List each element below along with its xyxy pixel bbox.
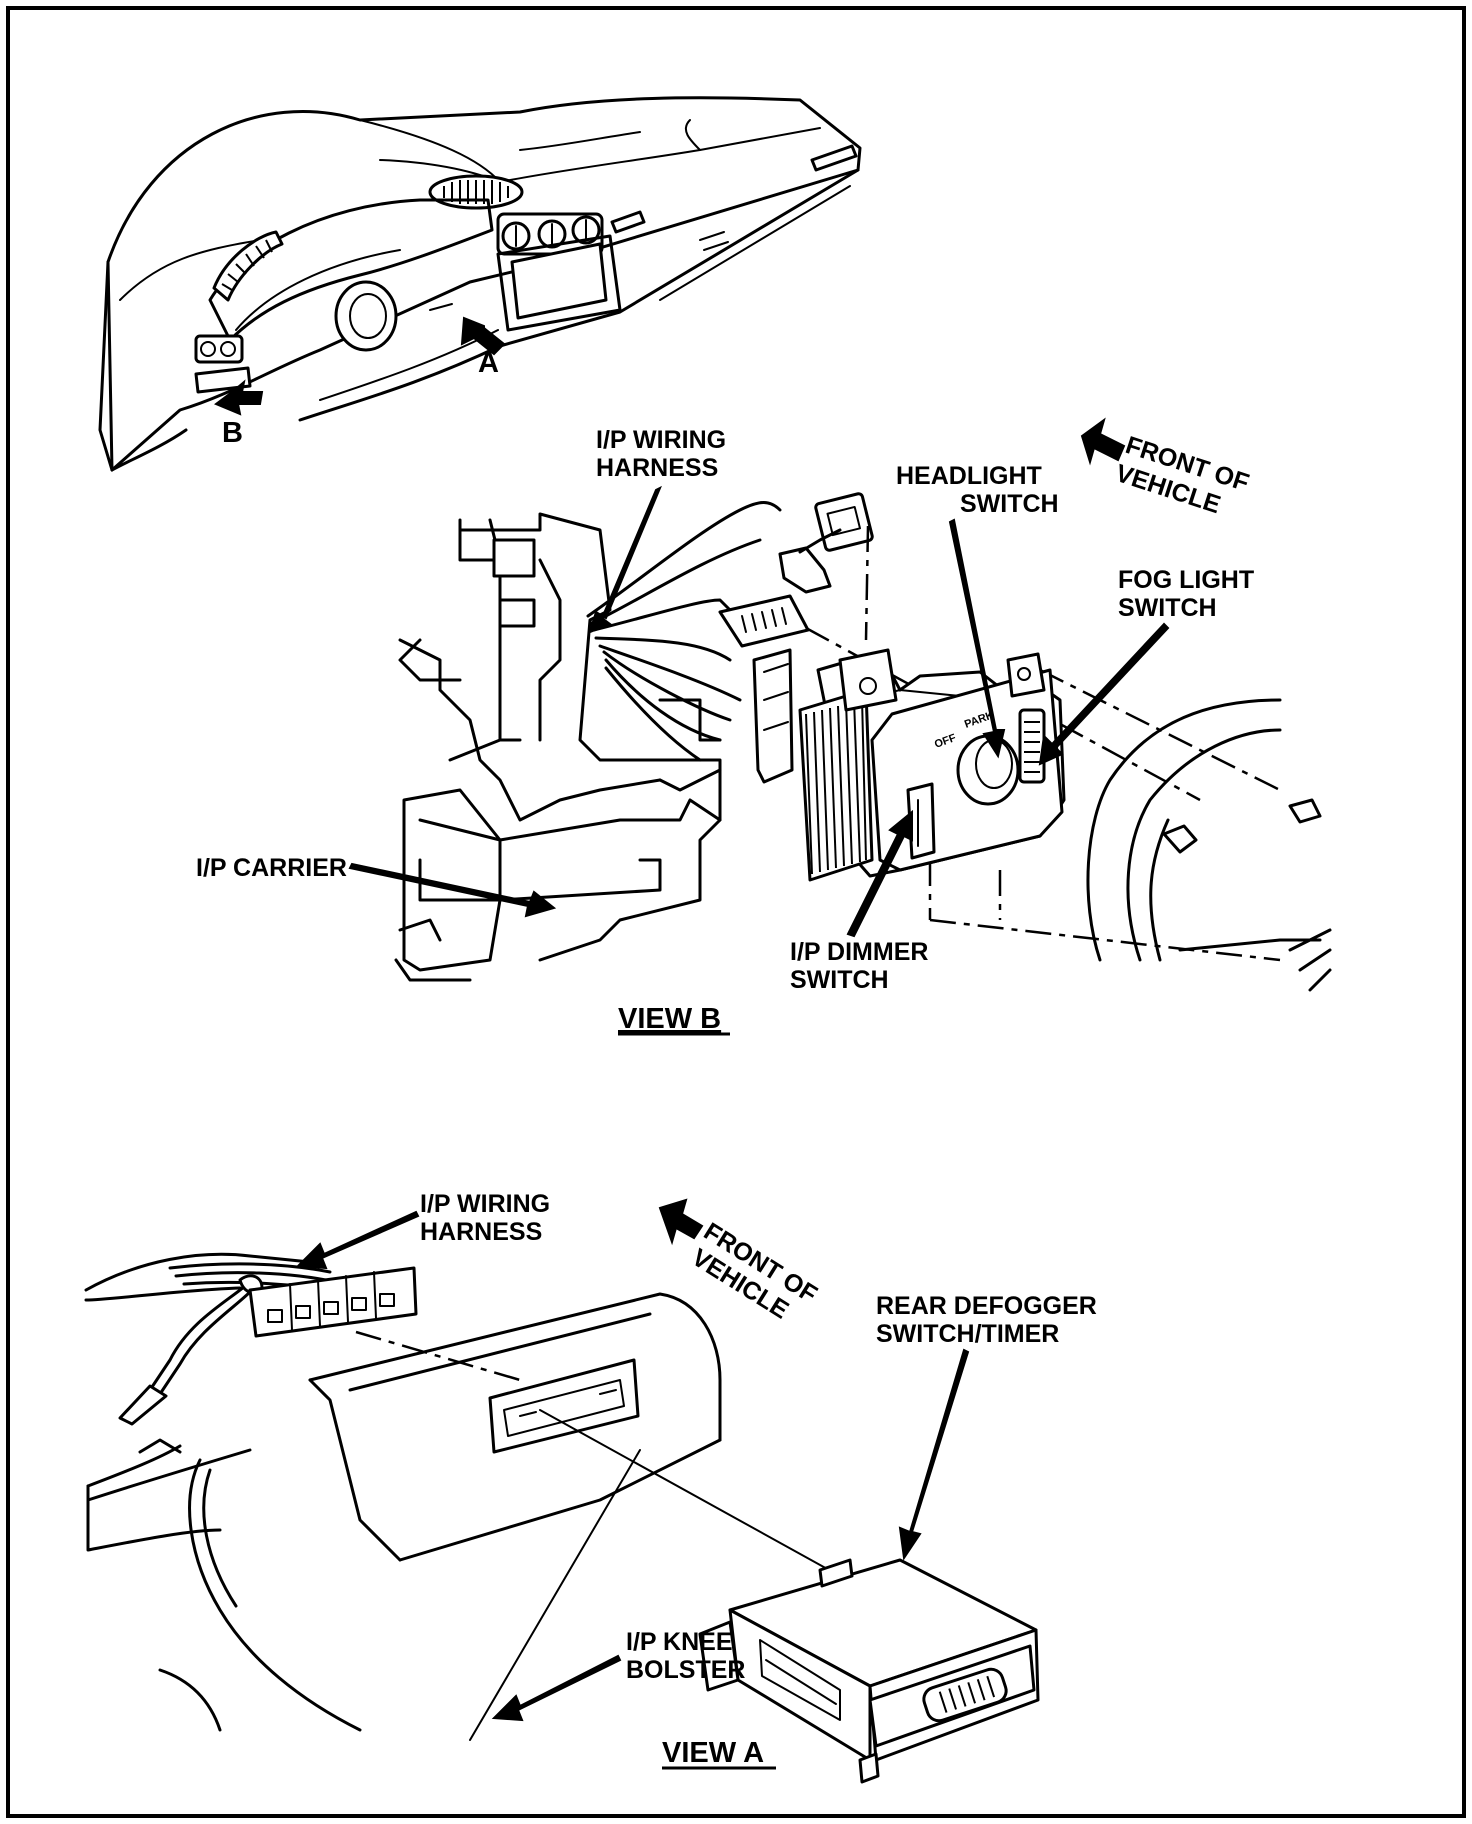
view-b-drawing [394,492,1332,992]
va-defogger-label-2: SWITCH/TIMER [876,1320,1059,1348]
vb-fog-pointer [1038,622,1170,766]
va-knee-label-2: BOLSTER [626,1656,745,1684]
va-knee-pointer [491,1654,622,1722]
vb-headlight-pointer [948,518,1006,759]
vb-dimmer-label-1: I/P DIMMER [790,938,928,966]
vb-headlight-label-1: HEADLIGHT [896,462,1042,490]
vb-headlight-label-2: SWITCH [960,490,1059,518]
va-front-arrow [658,1198,704,1246]
va-defogger-pointer [898,1348,970,1561]
vb-harness-pointer [588,485,662,634]
vb-dimmer-label-2: SWITCH [790,966,889,994]
va-harness-label-2: HARNESS [420,1218,542,1246]
view-a-drawing [84,1252,1040,1784]
page-frame [6,6,1466,1818]
vb-harness-label-2: HARNESS [596,454,718,482]
vb-fog-label-1: FOG LIGHT [1118,566,1254,594]
dashboard-overview [98,96,862,472]
view-a-title: VIEW A [662,1737,764,1769]
va-knee-label-1: I/P KNEE [626,1628,733,1656]
vb-fog-label-2: SWITCH [1118,594,1217,622]
va-harness-pointer [295,1210,420,1270]
vb-carrier-label: I/P CARRIER [196,854,347,882]
callout-b: B [222,417,243,449]
callout-a: A [478,347,499,379]
vb-dimmer-pointer [846,809,913,938]
view-b-title: VIEW B [618,1003,721,1035]
vb-front-arrow [1080,417,1126,466]
va-defogger-label-1: REAR DEFOGGER [876,1292,1097,1320]
va-harness-label-1: I/P WIRING [420,1190,550,1218]
vb-carrier-pointer [348,862,557,918]
vb-harness-label-1: I/P WIRING [596,426,726,454]
